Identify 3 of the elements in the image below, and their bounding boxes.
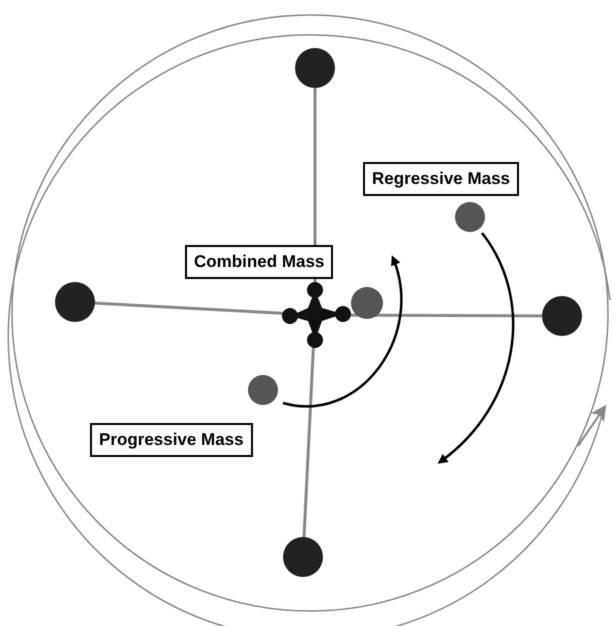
mass-label: Progressive Mass	[90, 423, 253, 457]
mass-label: Regressive Mass	[363, 162, 519, 196]
mass-label: Combined Mass	[185, 245, 334, 279]
